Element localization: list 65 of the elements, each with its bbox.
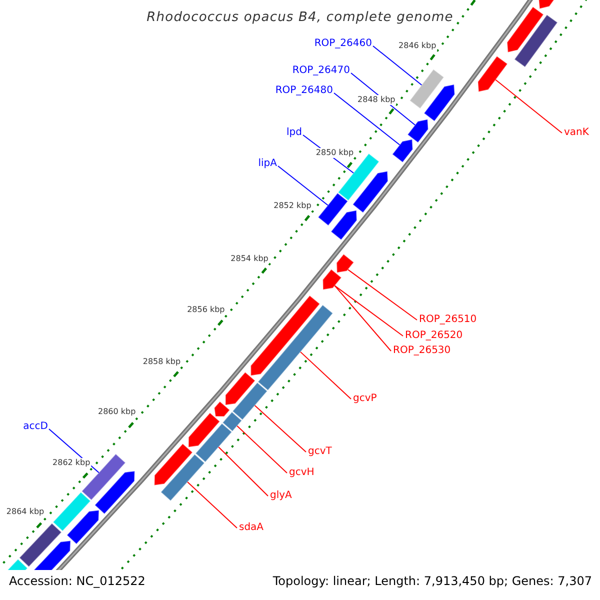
scale-label: 2864 kbp <box>5 507 46 518</box>
leader-line <box>218 446 268 496</box>
scale-label: 2852 kbp <box>272 201 312 212</box>
scale-label: 2860 kbp <box>97 407 137 418</box>
gene-label: lpd <box>286 127 302 139</box>
gene-bar <box>409 68 445 110</box>
gene-label: gcvT <box>308 446 332 458</box>
gene-label: ROP_26530 <box>393 345 451 357</box>
gene-feature <box>352 170 388 214</box>
gene-feature <box>506 6 544 53</box>
scale-label: 2862 kbp <box>52 458 92 468</box>
leader-line <box>347 269 418 320</box>
gene-label: gcvP <box>353 393 377 405</box>
leader-line <box>372 46 422 86</box>
gene-feature <box>477 56 508 92</box>
gene-label: accD <box>23 421 48 433</box>
gene-feature <box>32 540 72 570</box>
gene-bar <box>52 492 92 532</box>
gene-feature <box>336 253 354 274</box>
scale-label: 2858 kbp <box>142 356 182 367</box>
scale-label: 2848 kbp <box>356 94 396 105</box>
leader-line <box>334 92 400 146</box>
accession-text: Accession: NC_012522 <box>9 573 146 589</box>
leader-line <box>300 351 352 400</box>
gene-feature <box>224 372 256 406</box>
leader-line <box>495 79 562 134</box>
scale-label: 2846 kbp <box>398 40 438 51</box>
gene-label: glyA <box>270 490 292 502</box>
gene-feature <box>214 400 230 417</box>
gene-label: vanK <box>564 127 589 139</box>
gene-bar <box>232 382 268 420</box>
gene-feature <box>94 470 136 515</box>
gene-label: gcvH <box>289 467 314 479</box>
gene-bar <box>18 522 62 568</box>
scale-label: 2856 kbp <box>186 305 226 316</box>
gene-feature <box>423 84 456 122</box>
gene-feature <box>154 443 194 486</box>
gene-bar <box>514 14 558 68</box>
scale-label: 2854 kbp <box>230 254 270 264</box>
gene-label: lipA <box>258 158 277 170</box>
leader-line <box>254 404 306 452</box>
gene-bar <box>257 304 334 391</box>
leader-line <box>187 481 238 528</box>
gene-bar <box>160 454 206 502</box>
leader-line <box>334 285 404 336</box>
gene-bar <box>194 422 232 463</box>
gene-label: ROP_26480 <box>275 85 333 97</box>
gene-feature <box>330 210 358 241</box>
gene-feature <box>66 510 100 545</box>
gene-label: ROP_26460 <box>314 38 372 50</box>
gene-label: ROP_26510 <box>419 314 477 326</box>
gene-feature <box>322 268 342 290</box>
gene-feature <box>392 138 414 163</box>
genome-summary-text: Topology: linear; Length: 7,913,450 bp; Genes: 7,307 <box>272 573 592 589</box>
gene-feature <box>250 294 320 376</box>
leader-line <box>334 285 392 352</box>
gene-bar <box>317 192 348 226</box>
gene-feature <box>406 118 429 144</box>
gene-label: ROP_26520 <box>405 330 463 342</box>
gene-bar <box>222 411 242 432</box>
gene-label: ROP_26470 <box>292 65 350 77</box>
map-title: Rhodococcus opacus B4, complete genome <box>146 10 454 26</box>
scale-label: 2850 kbp <box>314 148 355 158</box>
gene-feature <box>188 412 220 448</box>
gene-label: sdaA <box>239 522 264 534</box>
